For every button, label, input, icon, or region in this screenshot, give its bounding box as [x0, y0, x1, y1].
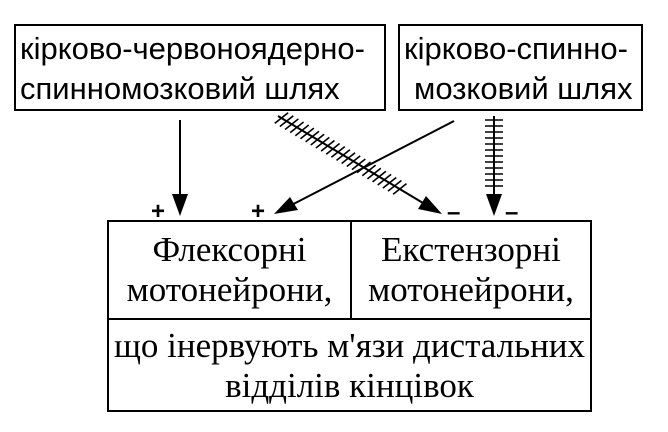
flexor-label-line1: Флексорні [152, 230, 307, 269]
corticospinal-label-line2: мозковий шлях [414, 71, 633, 106]
arrow-spinal-to-extensor [485, 116, 503, 216]
hatch-mark [361, 164, 377, 177]
divider-horizontal [109, 318, 590, 320]
corticospinal-tract-box: кірково-спинно- мозковий шлях [398, 24, 643, 111]
hatch-mark [284, 118, 299, 131]
hatch-mark [336, 149, 351, 161]
hatch-mark [392, 182, 408, 195]
plus-sign-flexor-1: + [151, 198, 166, 225]
plus-sign-flexor-2: + [251, 198, 266, 225]
corticorubrospinal-tract-box: кірково-червоноядерно- спинномозковий шл… [14, 24, 386, 111]
hatch-mark [279, 115, 294, 128]
motoneurons-box: Флексорні мотонейрони, Екстензорні мотон… [107, 220, 592, 412]
hatch-mark [330, 146, 346, 158]
minus-sign-extensor-2: – [505, 199, 519, 226]
extensor-label-line2: мотонейрони, [368, 270, 574, 309]
hatch-mark [325, 142, 341, 155]
corticorubrospinal-label-line2: спинномозковий шлях [20, 71, 340, 106]
hatch-mark [320, 139, 335, 152]
hatch-mark [310, 133, 325, 146]
hatch-mark [346, 155, 361, 168]
hatch-mark [294, 124, 310, 137]
hatch-mark [387, 179, 402, 192]
divider-vertical [350, 222, 352, 318]
hatch-mark [351, 158, 366, 171]
flexor-label-line2: мотонейрони, [126, 270, 333, 309]
hatch-mark [274, 112, 289, 125]
hatch-mark [356, 161, 371, 174]
extensor-label-line1: Екстензорні [381, 230, 561, 269]
hatch-mark [341, 152, 356, 165]
corticorubrospinal-label-line1: кірково-червоноядерно- [20, 31, 365, 66]
arrow-rubro-to-flexor [172, 120, 188, 216]
common-label-line2: відділів кінцівок [225, 366, 474, 405]
common-label-line1: що інервують м'язи дистальних [113, 326, 586, 365]
hatch-mark [366, 167, 382, 180]
hatch-mark [315, 136, 330, 149]
hatch-mark [382, 176, 397, 189]
hatch-mark [372, 170, 387, 183]
hatch-mark [299, 127, 315, 140]
arrow-rubro-to-extensor [274, 112, 442, 214]
hatch-mark [289, 121, 305, 134]
hatch-mark [377, 173, 392, 186]
hatch-mark [305, 130, 320, 143]
minus-sign-extensor-1: – [447, 199, 461, 226]
corticospinal-label-line1: кірково-спинно- [404, 31, 628, 66]
